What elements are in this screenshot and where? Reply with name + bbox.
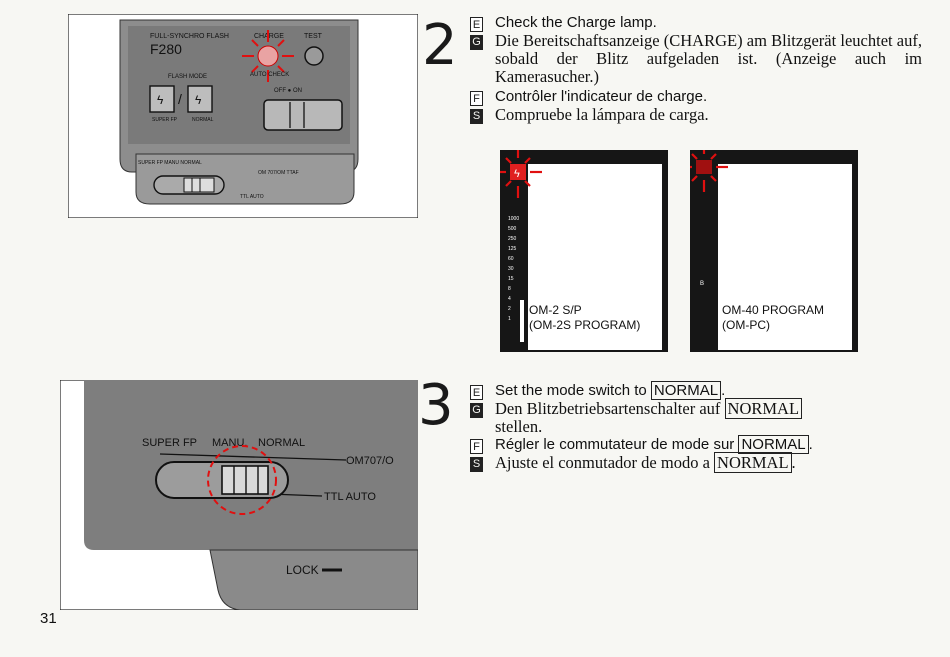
step3-line-es: S Ajuste el conmutador de modo a NORMAL. [470, 452, 796, 473]
step-number-3: 3 [418, 373, 454, 438]
normal-small-text: NORMAL [192, 117, 214, 123]
step3-line-en: E Set the mode switch to NORMAL. [470, 381, 726, 400]
normal-boxed-de: NORMAL [724, 398, 803, 419]
step2-line-en: E Check the Charge lamp. [470, 14, 657, 32]
switch-labels-text: SUPER FP MANU NORMAL [138, 160, 202, 166]
viewfinder-om40-label-1: OM-40 PROGRAM [722, 303, 825, 317]
viewfinder-om2-label-2: (OM-2S PROGRAM) [529, 318, 641, 332]
viewfinder-om2-label: OM-2 S/P (OM-2S PROGRAM) [529, 303, 641, 333]
test-text: TEST [304, 33, 323, 40]
svg-text:15: 15 [508, 276, 514, 282]
svg-text:ϟ: ϟ [195, 93, 202, 107]
svg-text:250: 250 [508, 236, 517, 242]
bulb-scale-text: B [700, 281, 704, 287]
power-switch [263, 99, 343, 131]
svg-text:/: / [178, 91, 182, 107]
spanish-flag-icon: S [470, 109, 483, 124]
svg-text:500: 500 [508, 226, 517, 232]
step3-de-text: Den Blitzbetriebsartenschalter auf NORMA… [495, 398, 803, 419]
step3-es-text: Ajuste el conmutador de modo a NORMAL. [495, 452, 796, 473]
german-flag-icon: G [470, 35, 483, 50]
step2-de-text: Die Bereitschaftsanzeige (CHARGE) am Bli… [495, 31, 922, 86]
viewfinder-om40: B OM-40 PROGRAM (OM-PC) [684, 144, 858, 352]
charge-flash-rays [242, 30, 294, 82]
test-button [304, 46, 324, 66]
svg-text:ϟ: ϟ [157, 93, 164, 107]
manu-label: MANU. [212, 437, 247, 449]
step2-es-text: Compruebe la lámpara de carga. [495, 105, 709, 124]
normal-label: NORMAL [258, 437, 305, 449]
flash-mode-text: FLASH MODE [168, 74, 207, 80]
super-fp-label: SUPER FP [142, 437, 197, 449]
step2-en-text: Check the Charge lamp. [495, 14, 657, 31]
svg-text:2: 2 [508, 306, 511, 312]
step2-fr-text: Contrôler l'indicateur de charge. [495, 88, 708, 105]
step3-en-text: Set the mode switch to NORMAL. [495, 381, 726, 400]
normal-boxed-fr: NORMAL [738, 435, 809, 454]
step3-line-fr: F Régler le commutateur de mode sur NORM… [470, 435, 813, 454]
svg-text:60: 60 [508, 256, 514, 262]
viewfinder-om40-label: OM-40 PROGRAM (OM-PC) [722, 303, 825, 333]
svg-text:ϟ: ϟ [514, 168, 520, 180]
step2-line-de: G Die Bereitschaftsanzeige (CHARGE) am B… [470, 32, 922, 86]
page-number: 31 [40, 610, 57, 627]
svg-text:4: 4 [508, 296, 511, 302]
step2-line-es: S Compruebe la lámpara de carga. [470, 106, 709, 124]
step2-line-fr: F Contrôler l'indicateur de charge. [470, 88, 707, 106]
svg-text:1000: 1000 [508, 216, 519, 222]
step3-de2-text: stellen. [495, 417, 543, 436]
viewfinder-om2-label-1: OM-2 S/P [529, 303, 582, 317]
mode-switch-illustration: SUPER FP MANU. NORMAL OM707/O TTL AUTO L… [59, 379, 419, 611]
ttl-auto-small-text: TTL AUTO [240, 194, 264, 200]
flash-model-text: F280 [150, 41, 182, 57]
step3-line-de: G Den Blitzbetriebsartenschalter auf NOR… [470, 398, 803, 419]
english-flag-icon: E [470, 17, 483, 32]
normal-boxed-es: NORMAL [714, 452, 792, 473]
auto-check-text: AUTO CHECK [250, 72, 289, 78]
step3-fr-text: Régler le commutateur de mode sur NORMAL… [495, 435, 813, 454]
om-label-text: OM 707/OM TTAF [258, 170, 299, 176]
step-number-2: 2 [422, 13, 458, 78]
spanish-flag-icon: S [470, 457, 483, 472]
viewfinder-om40-label-2: (OM-PC) [722, 318, 770, 332]
normal-position-highlight [207, 445, 277, 515]
mode-switch-knob [221, 465, 269, 495]
off-on-text: OFF ● ON [274, 88, 302, 94]
super-fp-small-text: SUPER FP [152, 117, 178, 123]
svg-text:125: 125 [508, 246, 517, 252]
svg-text:1: 1 [508, 316, 511, 322]
normal-boxed-en: NORMAL [650, 381, 722, 400]
viewfinder-om2: 1000 500 250 125 60 30 15 8 4 2 1 ϟ OM-2 S/P (O… [498, 146, 668, 352]
french-flag-icon: F [470, 439, 483, 454]
english-flag-icon: E [470, 385, 483, 400]
charge-lamp [257, 45, 279, 67]
svg-text:30: 30 [508, 266, 514, 272]
svg-text:8: 8 [508, 286, 511, 292]
step3-line-de2: stellen. [495, 418, 542, 436]
flash-title-text: FULL-SYNCHRO FLASH [150, 33, 229, 40]
om707-label: OM707/O [346, 455, 394, 467]
ttl-auto-label: TTL AUTO [324, 491, 376, 503]
charge-text: CHARGE [254, 33, 284, 40]
flash-unit-illustration: FULL-SYNCHRO FLASH F280 CHARGE TEST FLAS… [67, 13, 419, 219]
lock-label: LOCK [286, 563, 319, 577]
german-flag-icon: G [470, 403, 483, 418]
french-flag-icon: F [470, 91, 483, 106]
